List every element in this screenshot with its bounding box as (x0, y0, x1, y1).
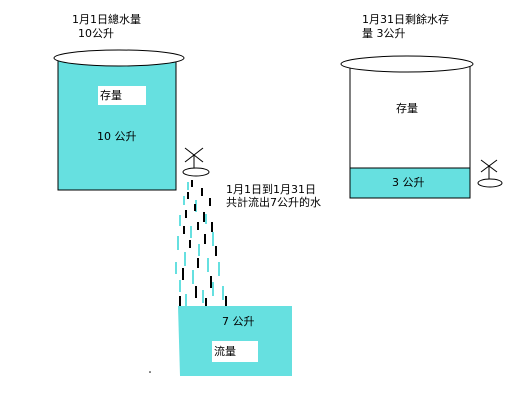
left-tank-caption-line2: 10公升 (78, 27, 114, 40)
faucet-icon (182, 147, 210, 177)
water-stream-icon (175, 180, 227, 306)
right-tank-caption-line1: 1月31日剩餘水存 (362, 13, 449, 26)
left-tank-label-bg (98, 86, 146, 105)
left-tank-volume-label: 10 公升 (97, 130, 137, 143)
bottom-tank-label-bg (212, 341, 258, 362)
bottom-tank-volume-label: 7 公升 (222, 315, 255, 328)
left-tank-water (57, 57, 177, 191)
left-tank (53, 49, 185, 191)
bottom-tank (178, 306, 292, 376)
right-tank-caption-line2: 量 3公升 (362, 27, 406, 40)
left-tank-storage-label: 存量 (100, 89, 122, 102)
right-tank (340, 55, 474, 199)
stray-dot (149, 371, 151, 373)
right-tank-storage-label: 存量 (396, 102, 418, 115)
right-tank-volume-label: 3 公升 (392, 176, 425, 189)
right-tank-rim (340, 55, 474, 73)
left-tank-caption-line1: 1月1日總水量 (72, 13, 141, 26)
faucet-icon (477, 159, 503, 188)
right-tank-water (349, 167, 471, 199)
flow-note-line2: 共計流出7公升的水 (226, 196, 321, 209)
flow-note-line1: 1月1日到1月31日 (226, 183, 316, 196)
left-tank-rim (53, 49, 185, 67)
bottom-tank-flow-label: 流量 (214, 345, 236, 358)
